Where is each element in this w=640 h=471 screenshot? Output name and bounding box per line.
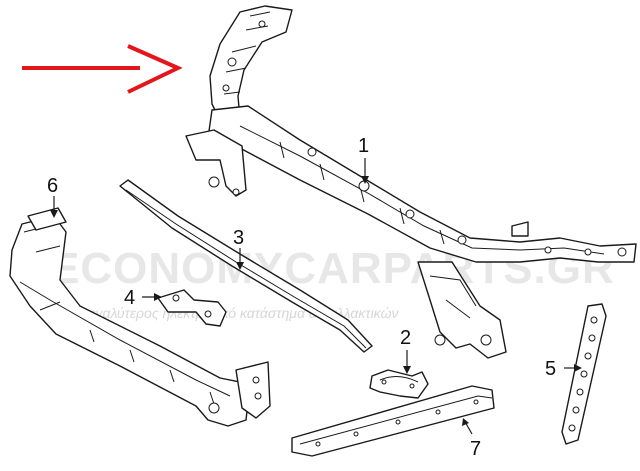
part-7-lower-bar [291,385,495,457]
callout-3: 3 [233,227,244,249]
callout-7: 7 [470,438,481,460]
leader-1-arrowhead [361,176,369,184]
red-arrow-icon [22,44,183,94]
part-2-support-bracket [369,369,429,399]
callout-2: 2 [400,327,411,349]
callout-leaders [50,158,582,435]
callout-4: 4 [124,287,135,309]
watermark-tagline: ο μεγαλύτερος ηλεκτρονικό κατάστημα αντα… [70,305,398,321]
callout-5: 5 [545,358,556,380]
callout-1: 1 [358,135,369,157]
part-6-lower-crossmember [9,207,271,427]
part-5-vertical-strip [561,303,607,445]
leader-3-arrowhead [236,262,244,270]
leader-4-arrowhead [154,293,162,301]
leader-7-arrowhead [462,418,469,426]
part-1-upper-support [185,5,637,359]
leader-6-arrowhead [50,210,58,218]
part-3-seal-strip [119,179,373,353]
leader-2-arrowhead [403,366,411,374]
leader-5-arrowhead [574,364,582,372]
part-4-small-bracket [157,289,227,327]
callout-6: 6 [47,175,58,197]
